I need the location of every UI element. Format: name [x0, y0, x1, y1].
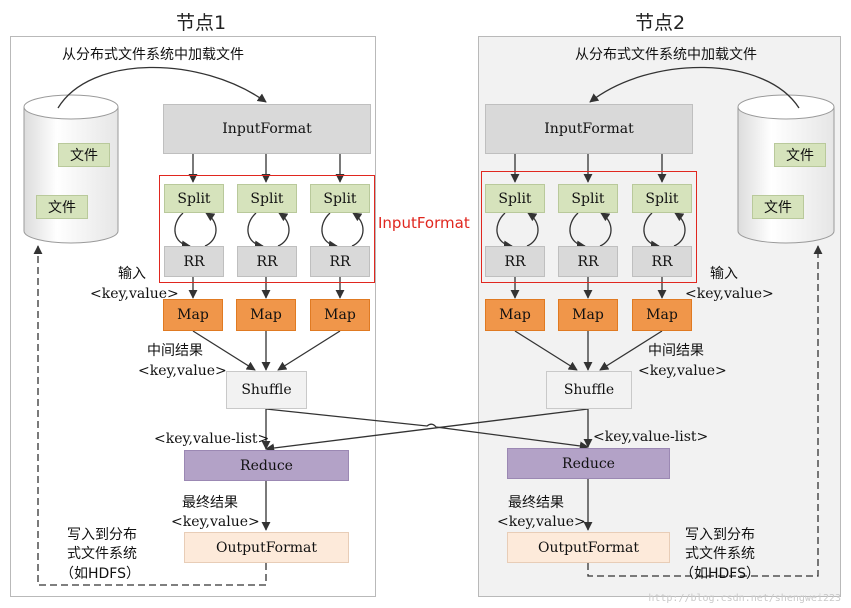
node-1-intermediate-kv-label: <key,value> — [138, 363, 227, 379]
node-2-file-box: 文件 — [774, 143, 826, 167]
node-1-file-box: 文件 — [58, 143, 110, 167]
node-1-input-kv-label: <key,value> — [90, 286, 179, 302]
node-1-reduce-box: Reduce — [184, 450, 349, 481]
node-2-inputformat-box: InputFormat — [485, 104, 693, 154]
node-1-write-label-line-2: 式文件系统 — [67, 546, 137, 562]
node-2-inputformat-highlight — [481, 171, 697, 283]
node-1-file-box: 文件 — [36, 195, 88, 219]
node-2-rr-box: RR — [632, 246, 692, 277]
node-1-inputformat-box: InputFormat — [163, 104, 371, 154]
node-1-rr-box: RR — [237, 246, 297, 277]
node-1-write-label-line-3: （如HDFS） — [60, 566, 141, 582]
node-1-split-box: Split — [237, 184, 297, 213]
node-2-split-box: Split — [485, 184, 545, 213]
node-2-load-label: 从分布式文件系统中加载文件 — [575, 47, 757, 63]
file-system-cylinder-node-2 — [737, 94, 835, 244]
node-2-split-box: Split — [632, 184, 692, 213]
node-2-rr-box: RR — [485, 246, 545, 277]
node-2-split-box: Split — [558, 184, 618, 213]
node-2-write-label-line-3: （如HDFS） — [680, 566, 761, 582]
node-1-final-kv-label: <key,value> — [171, 514, 260, 530]
node-2-input-kv-label: <key,value> — [685, 286, 774, 302]
node-1-intermediate-label: 中间结果 — [147, 343, 203, 359]
node-2-map-box: Map — [558, 299, 618, 331]
node-1-split-box: Split — [164, 184, 224, 213]
inputformat-highlight-label: InputFormat — [378, 214, 470, 232]
node-2-title: 节点2 — [635, 12, 686, 34]
node-2-file-box: 文件 — [752, 195, 804, 219]
node-1-map-box: Map — [236, 299, 296, 331]
node-1-rr-box: RR — [164, 246, 224, 277]
node-2-intermediate-label: 中间结果 — [648, 343, 704, 359]
node-1-shuffle-box: Shuffle — [226, 371, 307, 409]
node-2-final-label: 最终结果 — [508, 495, 564, 511]
node-1-final-label: 最终结果 — [182, 495, 238, 511]
node-2-input-label: 输入 — [710, 266, 738, 282]
node-1-map-box: Map — [310, 299, 370, 331]
node-2-outputformat-box: OutputFormat — [507, 532, 670, 563]
node-1-title: 节点1 — [176, 12, 227, 34]
node-2-write-label-line-1: 写入到分布 — [685, 527, 755, 543]
node-1-map-box: Map — [163, 299, 223, 331]
node-2-value-list-label: <key,value-list> — [593, 429, 709, 445]
node-1-split-box: Split — [310, 184, 370, 213]
file-system-cylinder-node-1 — [23, 94, 119, 244]
node-1-load-label: 从分布式文件系统中加载文件 — [62, 47, 244, 63]
node-2-rr-box: RR — [558, 246, 618, 277]
node-1-inputformat-highlight — [159, 175, 375, 283]
node-1-value-list-label: <key,value-list> — [154, 431, 270, 447]
node-2-final-kv-label: <key,value> — [497, 514, 586, 530]
node-1-write-label-line-1: 写入到分布 — [67, 527, 137, 543]
node-2-intermediate-kv-label: <key,value> — [638, 363, 727, 379]
node-2-map-box: Map — [632, 299, 692, 331]
node-2-reduce-box: Reduce — [507, 448, 670, 479]
node-2-shuffle-box: Shuffle — [546, 371, 632, 409]
watermark-text: http://blog.csdn.net/shengwei223 — [648, 593, 841, 604]
node-1-rr-box: RR — [310, 246, 370, 277]
node-2-map-box: Map — [485, 299, 545, 331]
node-1-outputformat-box: OutputFormat — [184, 532, 349, 563]
node-2-write-label-line-2: 式文件系统 — [685, 546, 755, 562]
node-1-input-label: 输入 — [118, 266, 146, 282]
